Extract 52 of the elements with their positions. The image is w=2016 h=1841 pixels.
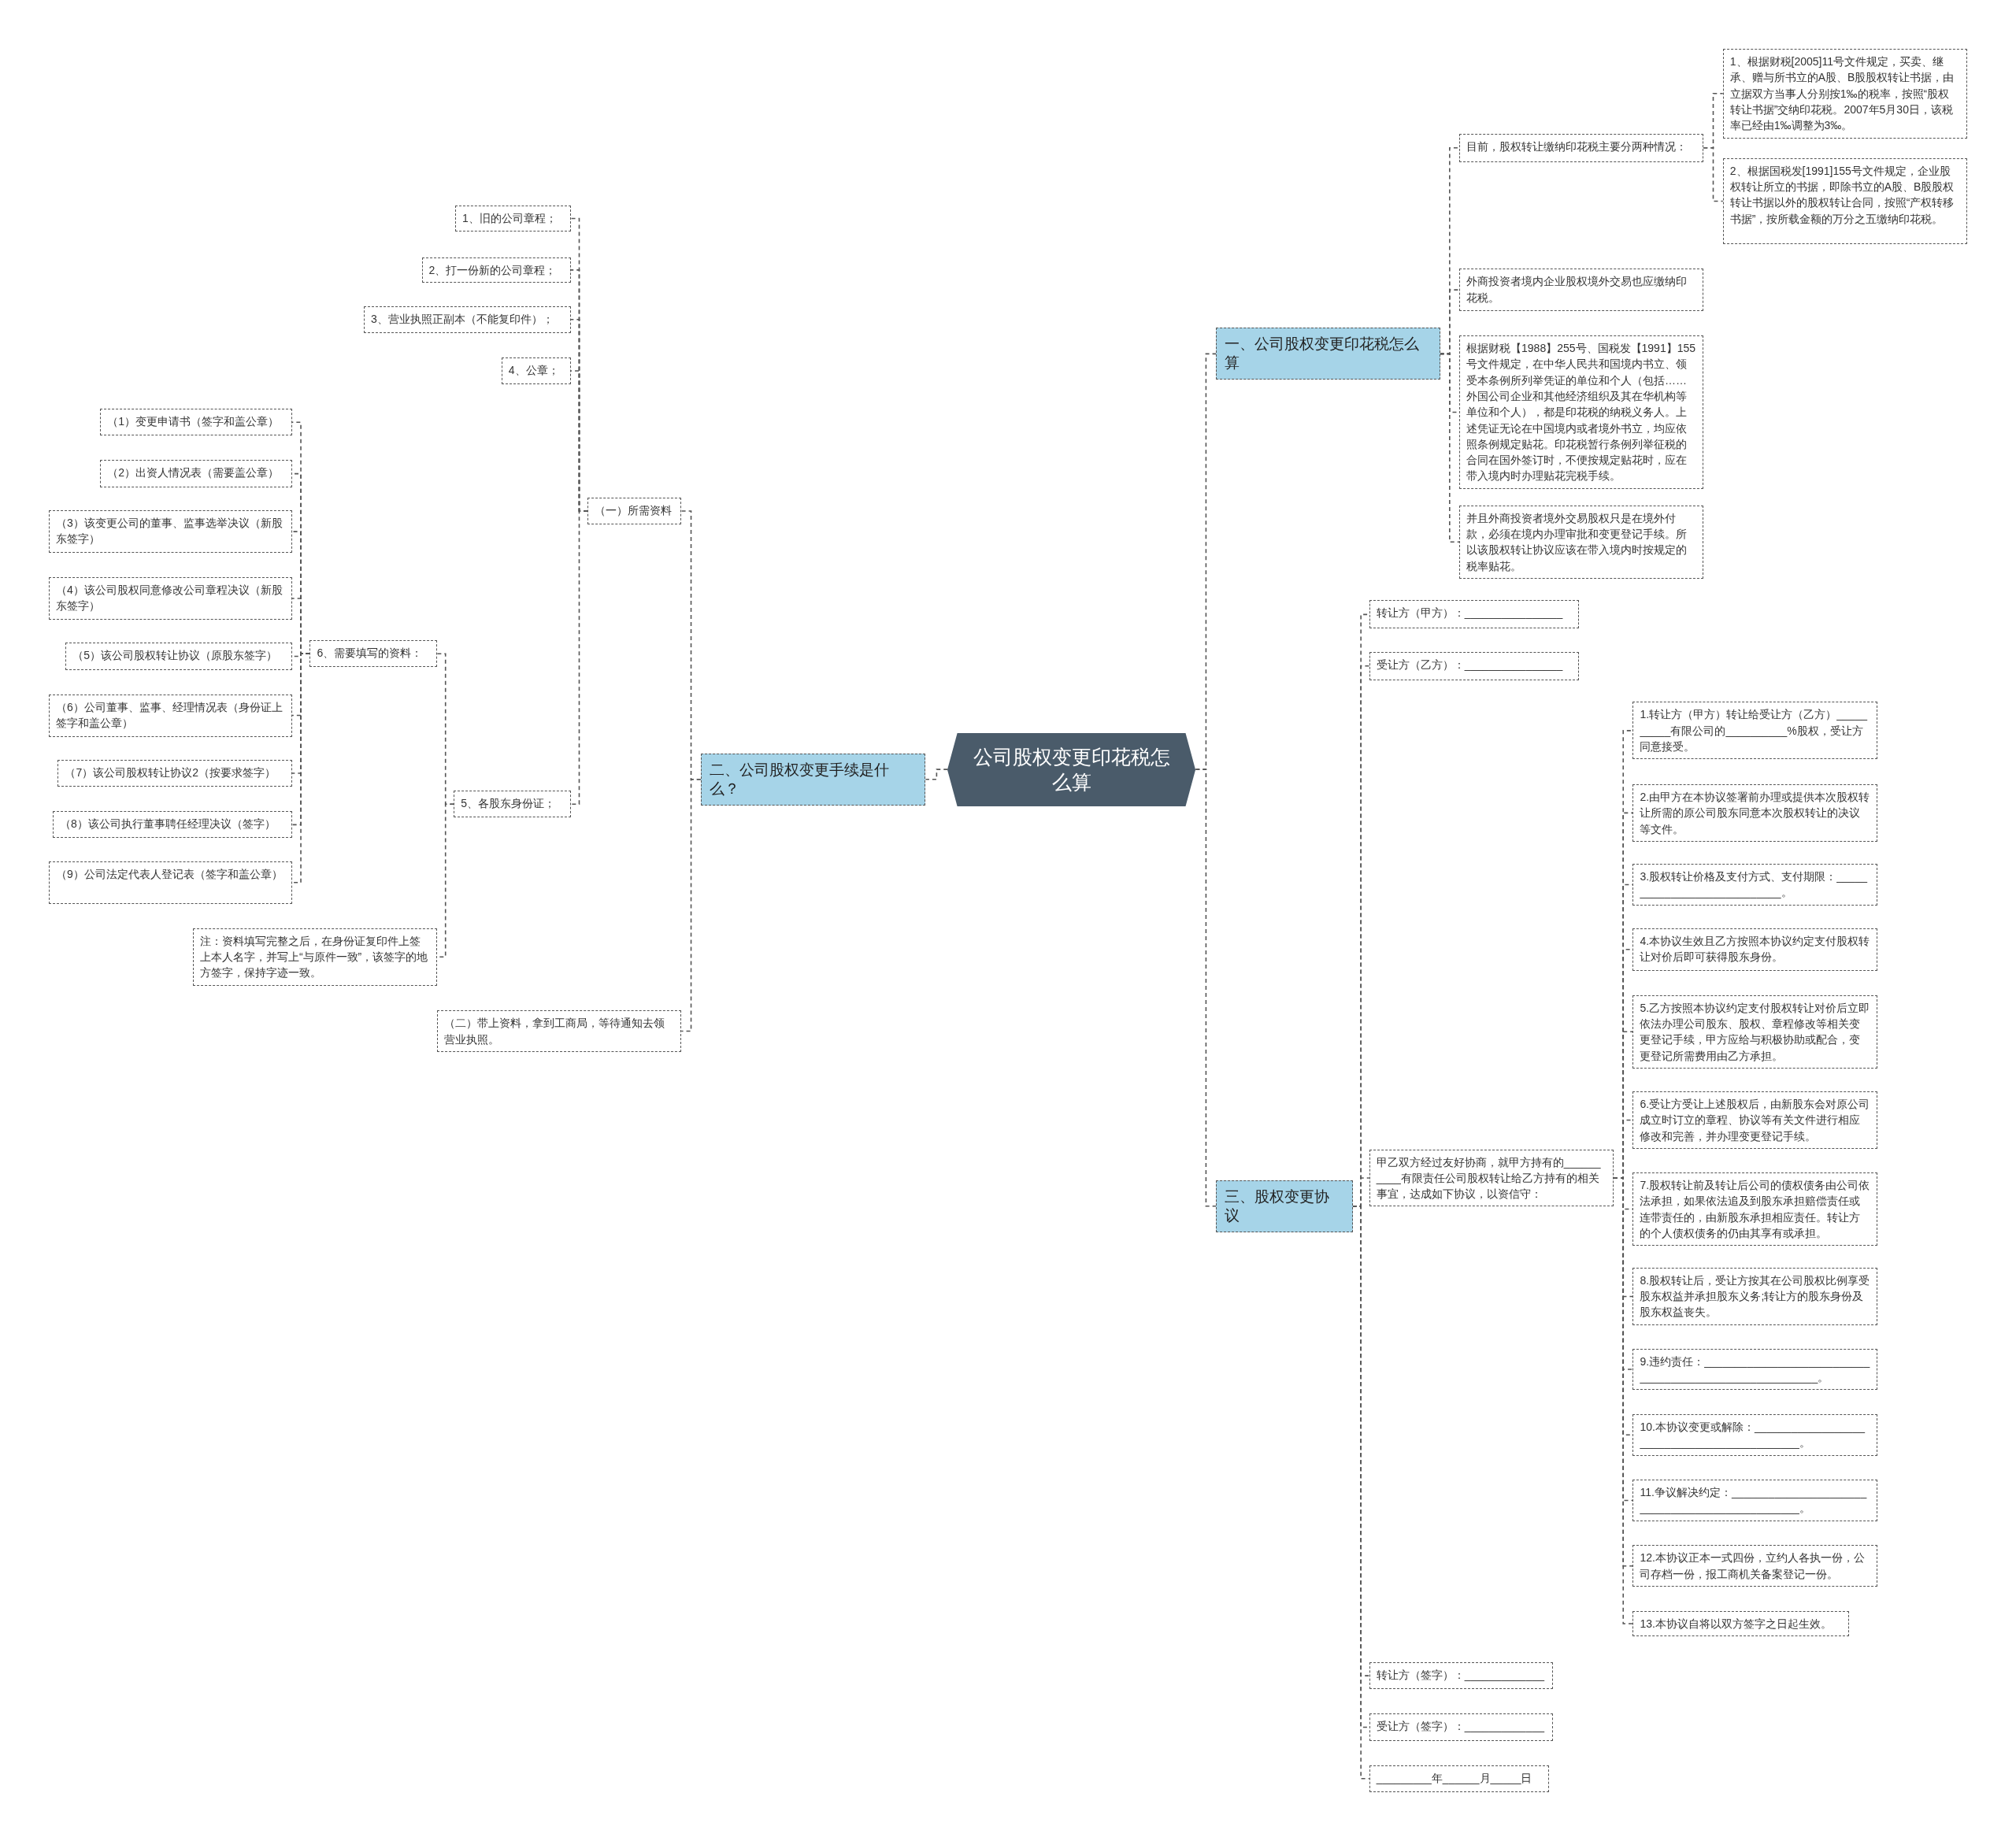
topic-box: 并且外商投资者境外交易股权只是在境外付款，必须在境内办理审批和变更登记手续。所以该股权转让协议应该在带入境内时按规定的税率贴花。 — [1459, 505, 1704, 579]
branch-topic: 一、公司股权变更印花税怎么算 — [1216, 328, 1440, 380]
topic-box: 甲乙双方经过友好协商，就甲方持有的__________有限责任公司股权转让给乙方持有的相关事宜，达成如下协议，以资信守： — [1369, 1149, 1614, 1207]
topic-box: 13.本协议自将以双方签字之日起生效。 — [1632, 1610, 1849, 1637]
topic-box: 11.争议解决约定：________________________________________________。 — [1632, 1480, 1877, 1521]
topic-box: 目前，股权转让缴纳印花税主要分两种情况： — [1459, 133, 1704, 162]
topic-box: （8）该公司执行董事聘任经理决议（签字） — [52, 811, 292, 839]
topic-box: 3.股权转让价格及支付方式、支付期限：____________________________。 — [1632, 864, 1877, 906]
topic-box: 12.本协议正本一式四份，立约人各执一份，公司存档一份，报工商机关备案登记一份。 — [1632, 1545, 1877, 1587]
topic-box: （一）所需资料 — [587, 497, 682, 525]
topic-box: 注：资料填写完整之后，在身份证复印件上签上本人名字，并写上“与原件一致”，该签字的地方签字，保持字迹一致。 — [192, 928, 438, 986]
topic-box: 6、需要填写的资料： — [309, 640, 438, 668]
topic-box: 4.本协议生效且乙方按照本协议约定支付股权转让对价后即可获得股东身份。 — [1632, 928, 1877, 971]
topic-box: （9）公司法定代表人登记表（签字和盖公章） — [49, 861, 292, 904]
topic-box: （二）带上资料，拿到工商局，等待通知去领营业执照。 — [437, 1010, 682, 1052]
connector-line — [1703, 146, 1724, 202]
topic-box: 2.由甲方在本协议签署前办理或提供本次股权转让所需的原公司股东同意本次股权转让的决议等文件。 — [1632, 783, 1877, 842]
connector-line — [1195, 769, 1217, 1207]
topic-box: （4）该公司股权同意修改公司章程决议（新股东签字） — [49, 577, 292, 620]
topic-box: 2、根据国税发[1991]155号文件规定，企业股权转让所立的书据，即除书立的A股、B股股权转让书据以外的股权转让合同，按照“产权转移书据”，按所载金额的万分之五缴纳印花税。 — [1722, 157, 1967, 245]
topic-box: （3）该变更公司的董事、监事选举决议（新股东签字） — [49, 510, 292, 554]
connector-line — [1439, 353, 1460, 543]
topic-box: 10.本协议变更或解除：____________________________________________。 — [1632, 1413, 1877, 1456]
topic-box: （2）出资人情况表（需要盖公章） — [100, 460, 292, 487]
topic-box: 根据财税【1988】255号、国税发【1991】155号文件规定，在中华人民共和国境内书立、领受本条例所列举凭证的单位和个人（包括……外国公司企业和其他经济组织及其在华机构等单位和个人），都是印花税的纳税义务人。上述凭证无论在中国境内或者境外书立，均应依照条例规定贴花。印花税暂行条例列举征税的合同在国外签订时，不便按规定贴花时，应在带入境内时办理贴花完税手续。 — [1459, 335, 1704, 489]
topic-box: 5、各股东身份证； — [454, 791, 571, 818]
topic-box: 6.受让方受让上述股权后，由新股东会对原公司成立时订立的章程、协议等有关文件进行相应修改和完善，并办理变更登记手续。 — [1632, 1091, 1877, 1149]
topic-box: 1.转让方（甲方）转让给受让方（乙方）__________有限公司的__________%股权，受让方同意接受。 — [1632, 702, 1877, 760]
topic-box: 1、旧的公司章程； — [454, 206, 571, 232]
topic-box: 5.乙方按照本协议约定支付股权转让对价后立即依法办理公司股东、股权、章程修改等相关变更登记手续，甲方应给与积极协助或配合，变更登记所需费用由乙方承担。 — [1632, 995, 1877, 1069]
topic-box: 2、打一份新的公司章程； — [421, 257, 571, 283]
topic-box: 外商投资者境内企业股权境外交易也应缴纳印花税。 — [1459, 269, 1704, 312]
connector-line — [925, 769, 949, 780]
topic-box: 9.违约责任：________________________________________________________。 — [1632, 1348, 1877, 1391]
topic-box: 受让方（签字）：_____________ — [1369, 1713, 1554, 1741]
topic-box: （5）该公司股权转让协议（原股东签字） — [65, 643, 292, 670]
topic-box: （1）变更申请书（签字和盖公章） — [100, 409, 292, 436]
topic-box: _________年______月_____日 — [1369, 1765, 1550, 1792]
central-topic: 公司股权变更印花税怎么算 — [947, 732, 1196, 806]
topic-box: 1、根据财税[2005]11号文件规定，买卖、继承、赠与所书立的A股、B股股权转让书据，由立据双方当事人分别按1‰的税率，按照“股权转让书据”交纳印花税。2007年5月30日，该税率已经由1‰调整为3‰。 — [1722, 49, 1967, 139]
topic-box: 转让方（甲方）：________________ — [1369, 600, 1579, 629]
topic-box: （6）公司董事、监事、经理情况表（身份证上签字和盖公章） — [49, 694, 292, 737]
connector-line — [680, 779, 702, 1032]
topic-box: （7）该公司股权转让协议2（按要求签字） — [57, 759, 292, 787]
topic-box: 4、公章； — [501, 357, 571, 385]
topic-box: 受让方（乙方）：________________ — [1369, 651, 1579, 680]
topic-box: 3、营业执照正副本（不能复印件）； — [364, 306, 571, 333]
topic-box: 8.股权转让后，受让方按其在公司股权比例享受股东权益并承担股东义务;转让方的股东身份及股东权益丧失。 — [1632, 1267, 1877, 1326]
branch-topic: 三、股权变更协议 — [1216, 1180, 1353, 1232]
topic-box: 转让方（签字）：_____________ — [1369, 1662, 1554, 1690]
branch-topic: 二、公司股权变更手续是什么？ — [700, 753, 926, 806]
topic-box: 7.股权转让前及转让后公司的债权债务由公司依法承担，如果依法追及到股东承担赔偿责任或连带责任的，由新股东承担相应责任。转让方的个人债权债务的仍由其享有或承担。 — [1632, 1172, 1877, 1246]
